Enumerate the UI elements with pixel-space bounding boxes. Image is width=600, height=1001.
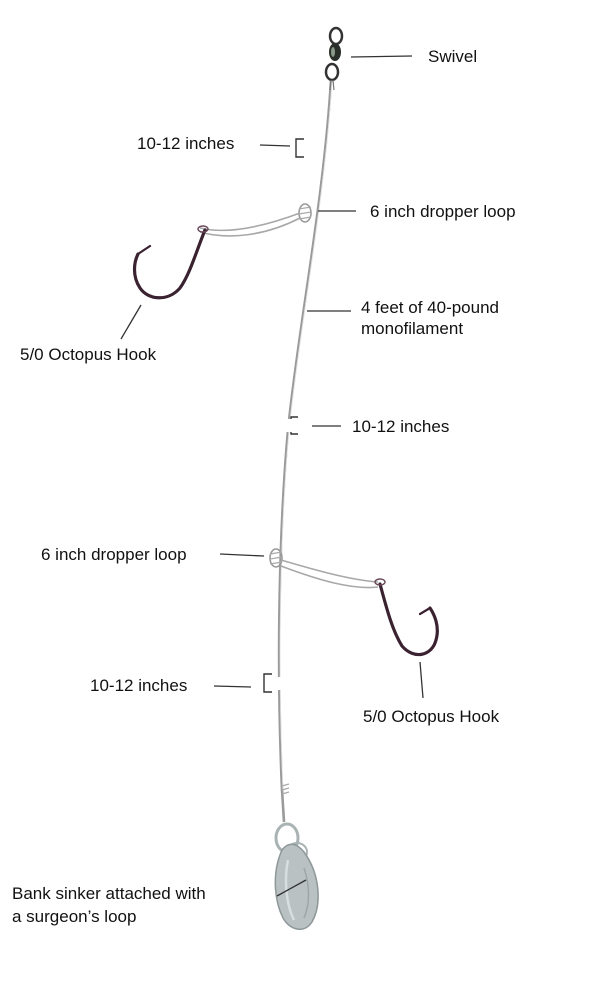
leader-upper-hook (120, 304, 142, 340)
bank-sinker-icon (274, 822, 319, 930)
swivel-label: Swivel (428, 47, 478, 66)
swivel-icon (324, 26, 344, 91)
upper-hook-label: 5/0 Octopus Hook (20, 345, 157, 364)
leader-lower-hook (419, 661, 424, 699)
leader-lines (120, 55, 424, 897)
top-gap-label: 10-12 inches (137, 134, 235, 153)
upper-dropper-label: 6 inch dropper loop (370, 202, 516, 221)
surgeon-loop-knot (281, 783, 290, 795)
lower-hook-icon (374, 578, 439, 657)
leader-lower-dropper (219, 553, 265, 557)
leader-bottom-gap (213, 685, 252, 688)
leader-top-gap (259, 144, 291, 147)
sinker-label-line1: Bank sinker attached with (12, 884, 206, 903)
bottom-gap-bracket (263, 673, 286, 693)
lower-hook-label: 5/0 Octopus Hook (363, 707, 500, 726)
upper-hook-icon (132, 225, 209, 300)
bottom-gap-label: 10-12 inches (90, 676, 188, 695)
leader-sinker (276, 879, 307, 897)
upper-dropper-loop (199, 203, 312, 237)
sinker-label-line2: a surgeon’s loop (12, 907, 137, 926)
lower-dropper-label: 6 inch dropper loop (41, 545, 187, 564)
top-gap-bracket (295, 138, 321, 158)
lower-dropper-loop (269, 548, 379, 589)
middle-gap-label: 10-12 inches (352, 417, 450, 436)
middle-gap-bracket (282, 416, 298, 435)
mainline-label-line2: monofilament (361, 319, 464, 338)
leader-swivel (350, 55, 413, 58)
mainline-label-line1: 4 feet of 40-pound (361, 298, 500, 317)
